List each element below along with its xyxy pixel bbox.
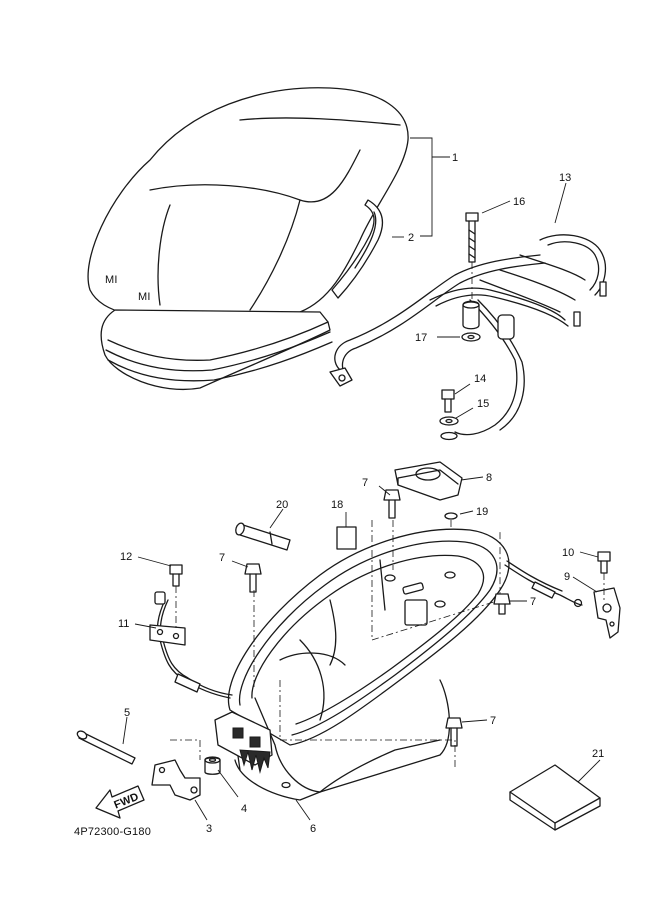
bolt-7-right: [493, 593, 511, 615]
seat-mark-2: MI: [138, 291, 151, 303]
callout-6: 6: [310, 823, 316, 835]
callout-numbers: 1 2 3 4 5 6 7 7 7 7 8 9 10 11 12 13 14 1…: [118, 152, 604, 835]
callout-4: 4: [241, 803, 247, 815]
bolt-12: [169, 564, 183, 587]
washer-17: [461, 332, 481, 342]
callout-7-right: 7: [530, 596, 536, 608]
callout-14: 14: [474, 373, 486, 385]
seat-trim-strip: [331, 199, 384, 299]
callout-17: 17: [415, 332, 427, 344]
washer-15: [439, 416, 459, 426]
fwd-arrow-icon: FWD: [95, 785, 145, 819]
callout-10: 10: [562, 547, 574, 559]
pin-5: [76, 730, 136, 765]
storage-box: [214, 528, 510, 801]
callout-8: 8: [486, 472, 492, 484]
fwd-label: FWD: [112, 791, 140, 812]
damper-20: [235, 522, 291, 551]
seat-lock-cable: [149, 591, 233, 699]
callout-2: 2: [408, 232, 414, 244]
callout-7-top: 7: [362, 477, 368, 489]
seat-lock: [394, 461, 463, 501]
callout-11: 11: [118, 618, 129, 630]
callout-12: 12: [120, 551, 132, 563]
leader-lines: [122, 137, 601, 821]
bolt-10: [597, 551, 611, 574]
bracket-3: [151, 759, 201, 801]
callout-21: 21: [592, 748, 604, 760]
callout-3: 3: [206, 823, 212, 835]
callout-15: 15: [477, 398, 489, 410]
bolt-7-left: [244, 563, 262, 593]
bolt-16: [465, 212, 479, 263]
collar: [462, 300, 480, 330]
callout-9: 9: [564, 571, 570, 583]
callout-5: 5: [124, 707, 130, 719]
callout-19: 19: [476, 506, 488, 518]
o-ring-19: [444, 512, 458, 520]
seat-mark: MI: [105, 274, 118, 286]
bolt-14: [441, 389, 455, 413]
cable-bracket-9: [504, 560, 621, 639]
callout-7-bottom: 7: [490, 715, 496, 727]
part-code: 4P72300-G180: [74, 826, 151, 838]
rear-carrier: [329, 234, 607, 436]
collar-4: [204, 756, 221, 775]
owners-manual-21: [509, 764, 601, 831]
callout-1: 1: [452, 152, 458, 164]
bolt-7-bottom: [445, 717, 463, 747]
callout-16: 16: [513, 196, 525, 208]
label-18: [336, 526, 357, 550]
callout-20: 20: [276, 499, 288, 511]
seat: MI MI: [87, 87, 409, 390]
bolt-7-top: [383, 489, 401, 519]
callout-7-left: 7: [219, 552, 225, 564]
callout-18: 18: [331, 499, 343, 511]
callout-13: 13: [559, 172, 571, 184]
